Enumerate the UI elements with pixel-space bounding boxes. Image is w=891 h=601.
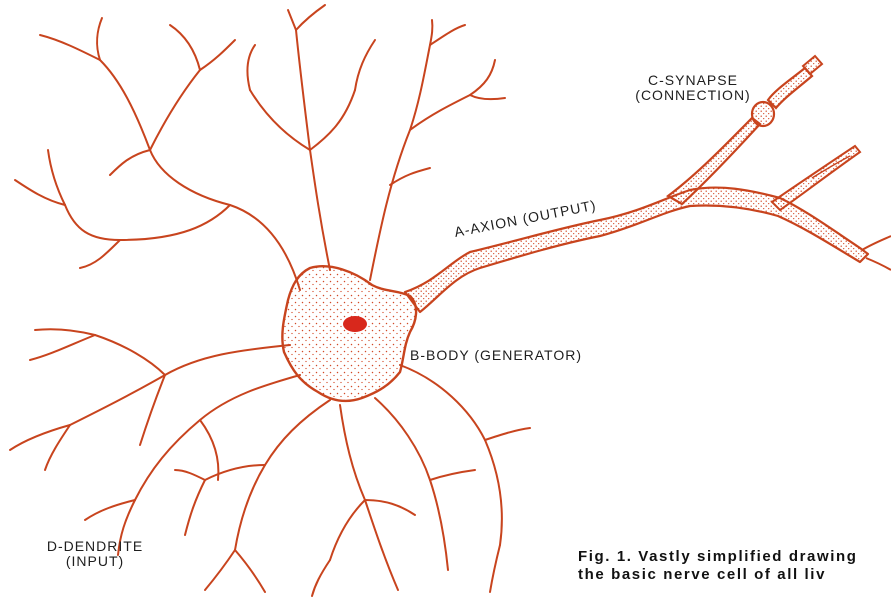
caption-line-2: the basic nerve cell of all liv [578, 566, 858, 584]
dendrite-label-title: D-DENDRITE [40, 539, 150, 554]
nucleus [343, 316, 367, 332]
synapse-label-title: C-SYNAPSE [628, 73, 758, 88]
synapse-label-sub: (CONNECTION) [628, 88, 758, 103]
body-label: B-BODY (GENERATOR) [410, 348, 582, 363]
figure-caption: Fig. 1. Vastly simplified drawing the ba… [578, 548, 858, 584]
dendrites [10, 5, 530, 596]
dendrite-label-sub: (INPUT) [40, 554, 150, 569]
cell-body [282, 266, 416, 401]
caption-line-1: Fig. 1. Vastly simplified drawing [578, 548, 858, 566]
